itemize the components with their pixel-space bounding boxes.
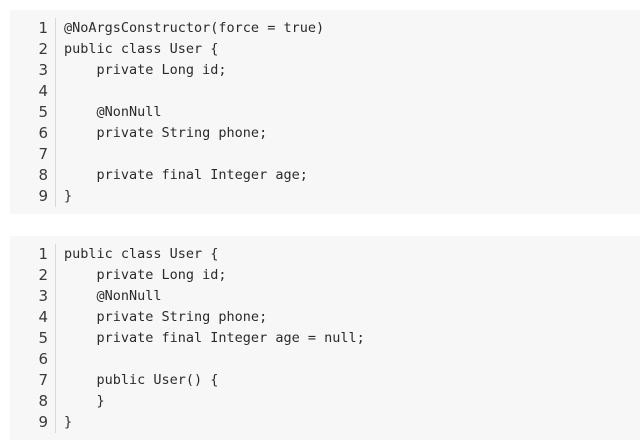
code-line: @NoArgsConstructor(force = true) [64, 20, 325, 36]
line-number: 4 [38, 308, 48, 326]
code-line: private String phone; [64, 125, 268, 141]
code-line: @NonNull [64, 288, 162, 304]
code-line [64, 349, 365, 370]
code-line: } [64, 188, 73, 204]
code-line: private Long id; [64, 62, 227, 78]
line-number: 5 [38, 103, 48, 121]
line-number: 8 [38, 392, 48, 410]
line-number: 3 [38, 287, 48, 305]
line-number-gutter: 1 2 3 4 5 6 7 8 9 [10, 244, 58, 433]
code-line [64, 144, 324, 165]
code-line: private Long id; [64, 267, 227, 283]
code-line: public User() { [64, 372, 219, 388]
line-number-gutter: 1 2 3 4 5 6 7 8 9 [10, 18, 58, 207]
line-number: 9 [38, 413, 48, 431]
line-number: 1 [38, 19, 48, 37]
line-number: 6 [38, 350, 48, 368]
code-line [64, 81, 324, 102]
code-line: private final Integer age; [64, 167, 308, 183]
code-block-2: 1 2 3 4 5 6 7 8 9 public class User { private Lo… [10, 236, 640, 440]
line-number: 5 [38, 329, 48, 347]
line-number: 2 [38, 266, 48, 284]
line-number: 7 [38, 371, 48, 389]
code-line: @NonNull [64, 104, 162, 120]
line-number: 3 [38, 61, 48, 79]
code-block-1: 1 2 3 4 5 6 7 8 9 @NoArgsConstructor(force = tru… [10, 10, 640, 214]
code-line: } [64, 414, 73, 430]
code-lines: public class User { private Long id; @No… [64, 244, 365, 433]
line-number: 6 [38, 124, 48, 142]
line-number: 9 [38, 187, 48, 205]
code-line: public class User { [64, 41, 219, 57]
code-line: public class User { [64, 246, 219, 262]
code-line: } [64, 393, 105, 409]
line-number: 2 [38, 40, 48, 58]
code-lines: @NoArgsConstructor(force = true) public c… [64, 18, 324, 207]
line-number: 4 [38, 82, 48, 100]
code-line: private String phone; [64, 309, 268, 325]
code-line: private final Integer age = null; [64, 330, 365, 346]
gutter-divider [55, 244, 56, 433]
line-number: 1 [38, 245, 48, 263]
line-number: 7 [38, 145, 48, 163]
line-number: 8 [38, 166, 48, 184]
gutter-divider [55, 18, 56, 207]
